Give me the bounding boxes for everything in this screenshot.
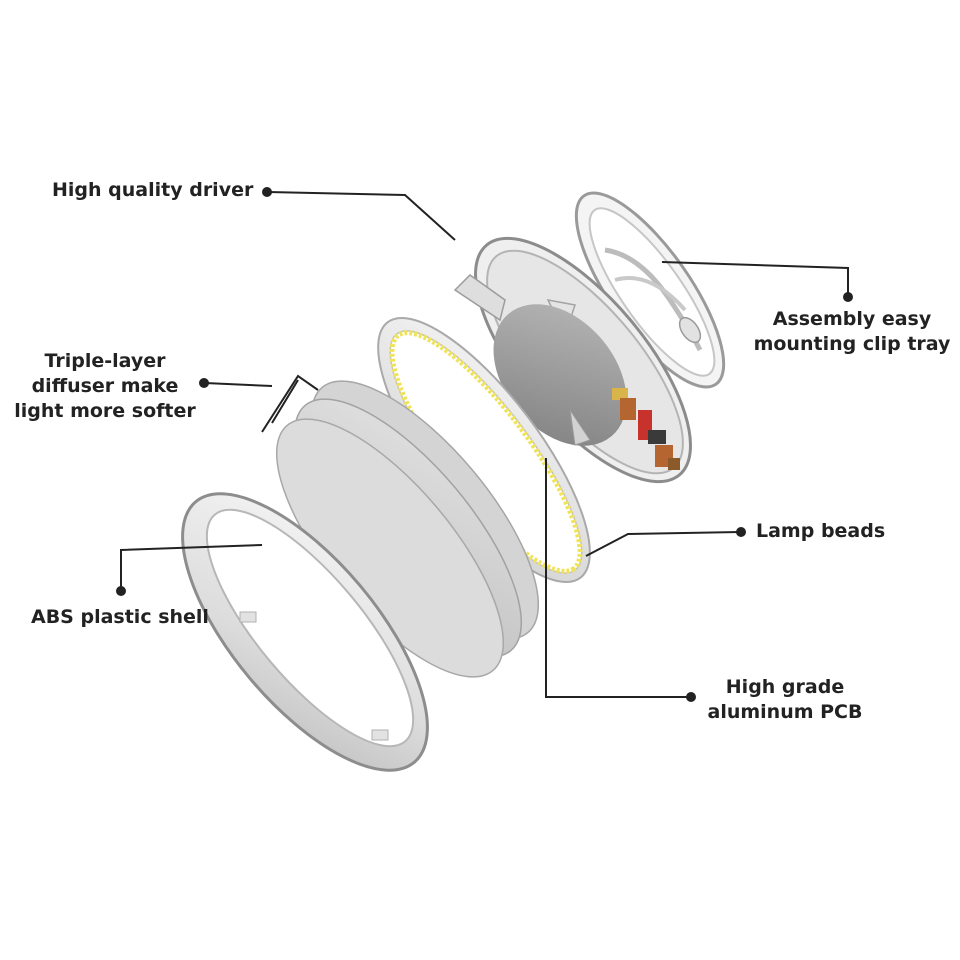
- pcb-label: High grade aluminum PCB: [707, 676, 863, 723]
- pcb-leader-line: [545, 458, 690, 698]
- lamp-beads: [389, 330, 583, 574]
- shell-dot: [116, 586, 126, 596]
- driver-label: High quality driver: [52, 179, 254, 201]
- shell-leader-line: [120, 544, 263, 590]
- clip-tray-leader-line: [661, 261, 849, 296]
- lamp-beads-dot: [736, 527, 746, 537]
- driver-components: [612, 388, 680, 470]
- diffuser-layers: [275, 380, 540, 678]
- driver-dot: [262, 187, 272, 197]
- abs-plastic-shell: [181, 492, 429, 772]
- lamp-beads-label: Lamp beads: [756, 520, 886, 542]
- clip-tray-dot: [843, 292, 853, 302]
- lamp-beads-leader-line: [585, 531, 741, 557]
- diffuser-label: Triple-layer diffuser make light more so…: [14, 350, 196, 422]
- clip-tray-label: Assembly easy mounting clip tray: [753, 308, 951, 355]
- callout-lines: [120, 191, 849, 698]
- diffuser-leader-line: [204, 374, 319, 433]
- driver-leader-line: [267, 191, 456, 241]
- callout-dots: [116, 187, 853, 702]
- shell-label: ABS plastic shell: [31, 606, 209, 628]
- driver-housing: [453, 236, 692, 484]
- pcb-dot: [686, 692, 696, 702]
- diffuser-dot: [199, 378, 209, 388]
